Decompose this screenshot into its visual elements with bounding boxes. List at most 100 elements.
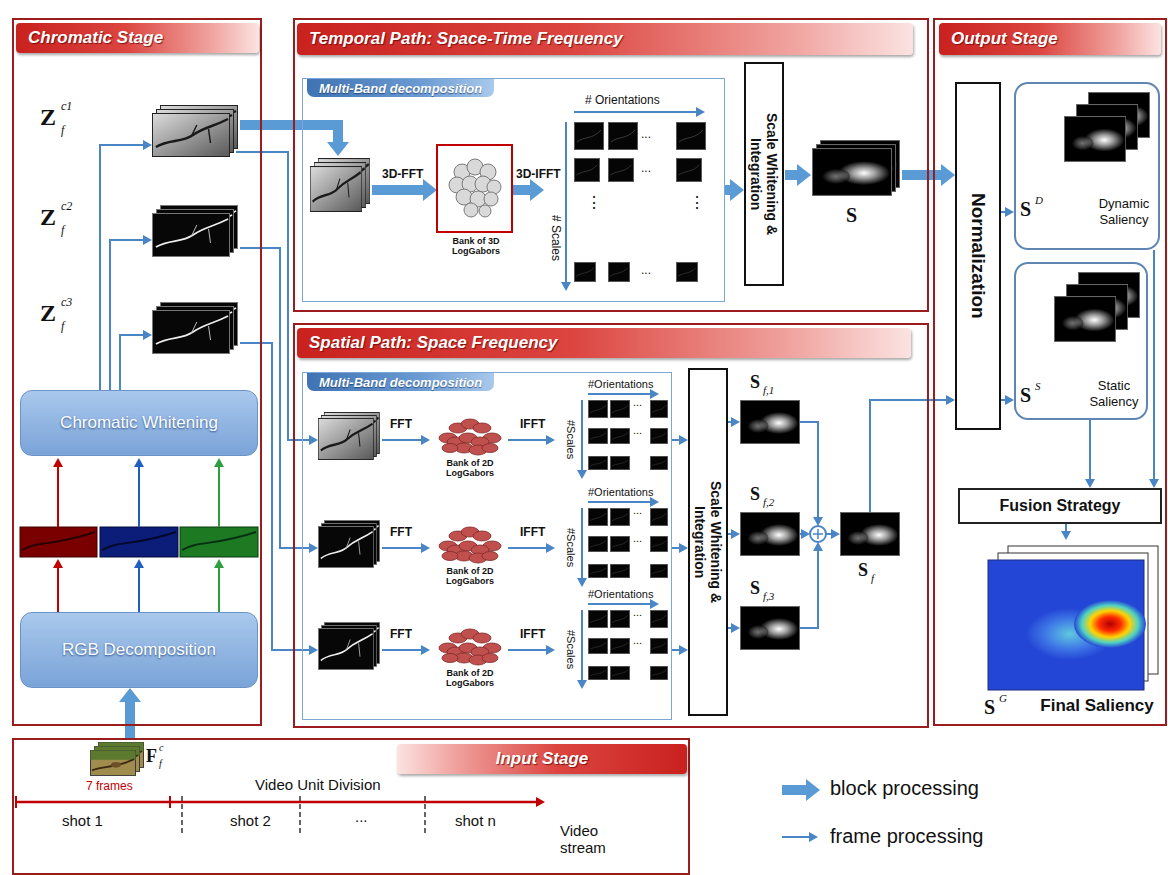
- chromatic-images: [152, 311, 229, 354]
- group-heading: Multi-Band decomposition: [307, 79, 494, 97]
- filter-response-grid: [610, 456, 629, 470]
- panel-heading: Chromatic Stage: [16, 23, 259, 53]
- filter-response-grid: [650, 508, 667, 525]
- frame-arrow: [588, 501, 650, 503]
- channel-arrows: [138, 467, 140, 527]
- frame-arrow: [382, 649, 421, 651]
- frame-arrow: [728, 533, 731, 535]
- sum-symbol: [810, 526, 826, 542]
- colour-channel-images: [22, 532, 95, 550]
- frame-arrow: [588, 393, 650, 395]
- logabor-2d-bank: [439, 419, 501, 455]
- sum-symbol: [813, 529, 823, 539]
- annotation-label: # Scales: [548, 215, 562, 261]
- annotation-label: ...: [355, 808, 368, 825]
- annotation-label: #Orientations: [588, 378, 653, 391]
- box-label: Fusion Strategy: [1000, 497, 1121, 515]
- filter-response-grid: [610, 428, 629, 443]
- annotation-label: ...: [633, 504, 642, 517]
- box-label: Scale Whitening & Integration: [748, 99, 780, 249]
- decomposition-group: Multi-Band decomposition: [302, 78, 725, 302]
- legend-sample: [782, 836, 809, 838]
- stage-panel: NormalizationDynamic SaliencyStatic Sali…: [933, 18, 1167, 726]
- input-frames: [91, 750, 136, 775]
- block-arrow: [240, 125, 338, 142]
- panel-heading: Temporal Path: Space-Time Frequency: [297, 23, 913, 55]
- connector-arrow: [1001, 211, 1005, 213]
- filter-response-grid: [650, 456, 667, 470]
- frame-arrow: [382, 394, 946, 680]
- math-symbol: f,1: [763, 384, 774, 397]
- math-symbol: f: [871, 572, 874, 585]
- filter-response-grid: [588, 400, 667, 679]
- frame-arrow: [672, 649, 679, 651]
- saliency-box: Dynamic Saliency: [1014, 82, 1160, 250]
- filter-response-grid: [650, 428, 667, 443]
- filter-response-grid: [608, 158, 633, 181]
- annotation-label: Bank of 2D LogGabors: [432, 458, 508, 479]
- stage-panel: Multi-Band decompositionScale Whitening …: [293, 18, 929, 312]
- logabor-3d-bank: [449, 159, 501, 217]
- panel-heading: Spatial Path: Space Frequency: [297, 328, 911, 358]
- math-symbol: S: [1020, 384, 1031, 407]
- saliency-images: [840, 513, 899, 556]
- frame-arrow: [588, 603, 650, 605]
- logabor-2d-bank: [439, 419, 501, 665]
- video-timeline: [16, 801, 536, 804]
- filter-response-grid: [588, 638, 607, 653]
- filter-response-grid: [610, 400, 629, 417]
- block-arrow: [902, 170, 941, 180]
- box-label: Dynamic Saliency: [1092, 196, 1156, 227]
- frame-arrow: [382, 547, 421, 549]
- math-symbol: S: [1035, 380, 1041, 393]
- annotation-label: IFFT: [520, 526, 545, 540]
- group-heading: Multi-Band decomposition: [307, 373, 494, 391]
- connector-arrow: [125, 702, 135, 738]
- logabor-3d-bank: [464, 203, 478, 217]
- colour-channel-images: [102, 532, 176, 550]
- annotation-label: ...: [633, 424, 642, 437]
- frame-arrow: [728, 627, 731, 629]
- annotation-label: ...: [633, 396, 642, 409]
- math-symbol: f: [61, 224, 64, 238]
- filter-response-grid: [610, 638, 629, 653]
- math-symbol: c: [159, 742, 163, 754]
- filter-response-grid: [610, 610, 629, 627]
- annotation-label: Bank of 3D LogGabors: [436, 236, 516, 257]
- math-symbol: Z: [40, 300, 56, 328]
- filter-response-grid: [588, 428, 607, 443]
- math-symbol: S: [984, 696, 995, 719]
- box-label: Normalization: [967, 193, 989, 319]
- channel-arrows: [58, 467, 219, 612]
- colour-channel-images: [182, 532, 256, 550]
- annotation-label: 7 frames: [86, 780, 133, 794]
- frame-arrow: [581, 610, 583, 680]
- block-arrow: [372, 185, 423, 195]
- frame-arrow: [508, 547, 546, 549]
- math-symbol: S: [858, 560, 868, 581]
- annotation-label: #Scales: [564, 630, 577, 669]
- connector-arrow: [725, 185, 730, 195]
- chromatic-images: [152, 114, 229, 157]
- annotation-label: Video Unit Division: [255, 776, 381, 793]
- output-label: Final Saliency: [1036, 696, 1158, 716]
- process-box: Scale Whitening & Integration: [744, 62, 784, 286]
- logabor-2d-bank: [439, 527, 501, 563]
- temporal-images: [310, 167, 361, 212]
- filter-response-grid: [650, 536, 667, 551]
- colour-channel-images: [180, 527, 258, 557]
- frame-arrow: [240, 343, 309, 650]
- annotation-label: #Orientations: [588, 588, 653, 601]
- logabor-3d-bank: [479, 205, 491, 217]
- filter-response-grid: [588, 610, 607, 627]
- filter-response-grid: [676, 158, 701, 181]
- heatmap-image: [1074, 600, 1146, 648]
- annotation-label: shot 2: [230, 812, 271, 829]
- colour-channel-images: [20, 527, 97, 557]
- filter-response-grid: [575, 123, 604, 150]
- channel-arrows: [57, 568, 59, 612]
- filter-response-grid: [650, 400, 667, 417]
- frame-arrow: [581, 508, 583, 578]
- filter-response-grid: [650, 638, 667, 653]
